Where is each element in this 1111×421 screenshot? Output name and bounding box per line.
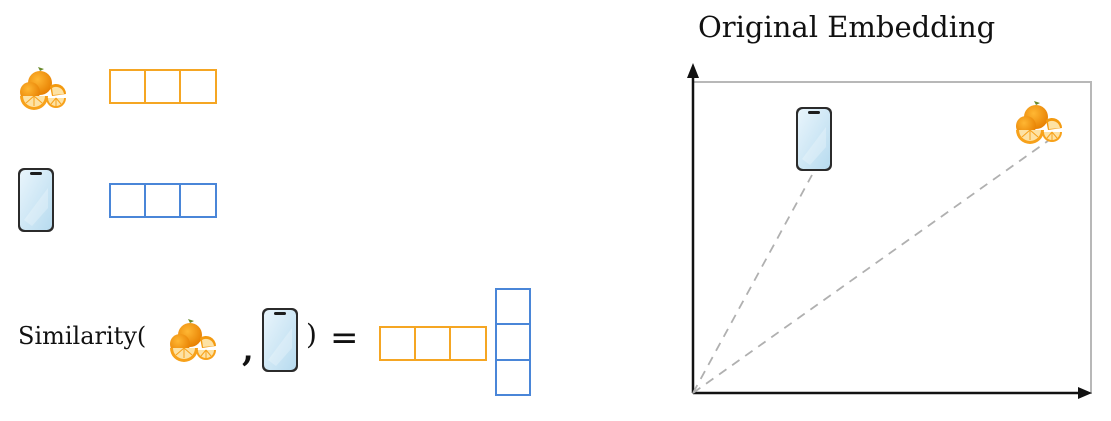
similarity-equals: = xyxy=(330,318,359,358)
similarity-phone-icon xyxy=(262,308,298,372)
blue-vector xyxy=(109,183,217,218)
embedding-plot xyxy=(687,63,1092,399)
similarity-blue-column-vector xyxy=(495,288,531,396)
embedding-plot-title: Original Embedding xyxy=(698,10,996,44)
similarity-close-paren: ) xyxy=(306,318,317,351)
similarity-comma: , xyxy=(242,330,254,370)
plot-smartphone-icon xyxy=(796,107,832,171)
similarity-label: Similarity( xyxy=(18,322,147,350)
plot-orange-fruit-icon xyxy=(1015,100,1063,145)
orange-vector-line xyxy=(692,137,1053,394)
similarity-orange-icon xyxy=(169,318,217,363)
smartphone-icon xyxy=(18,168,54,232)
phone-vector-line xyxy=(692,174,813,394)
similarity-orange-vector xyxy=(379,326,487,361)
x-axis-arrow xyxy=(1078,387,1092,399)
y-axis-arrow xyxy=(687,63,699,78)
orange-vector xyxy=(109,69,217,104)
orange-fruit-icon xyxy=(19,66,67,111)
